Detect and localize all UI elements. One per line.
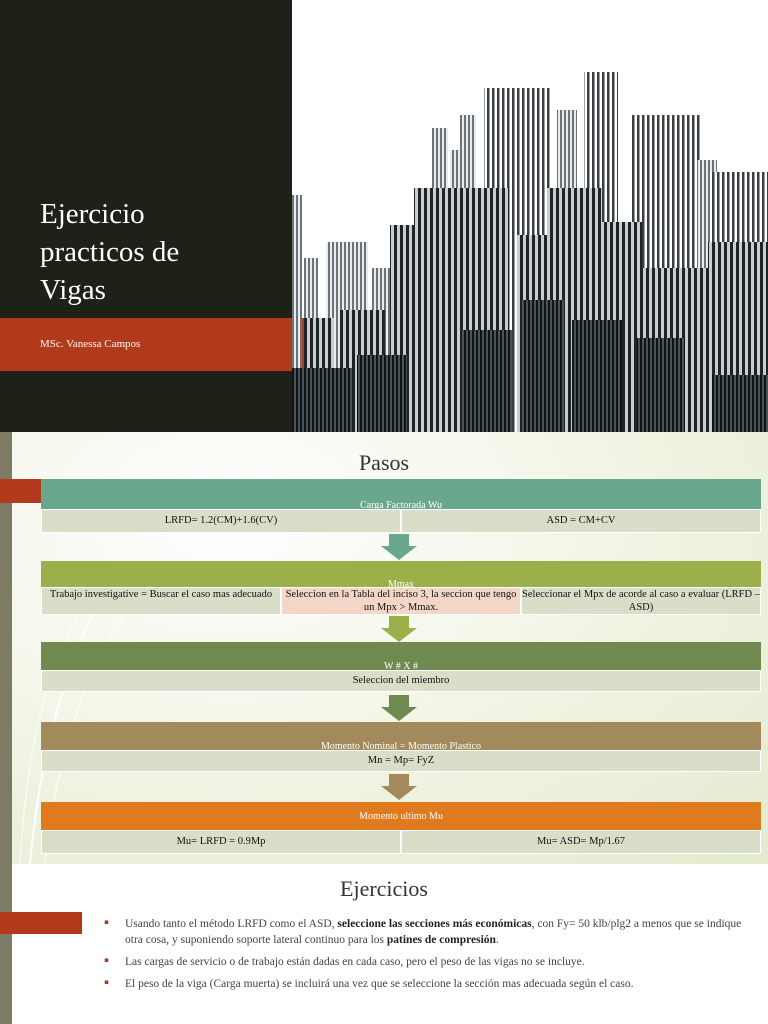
down-arrow-icon	[381, 534, 417, 560]
bullet-icon: ￭	[104, 978, 109, 989]
down-arrow-icon	[381, 695, 417, 721]
step-2-header: Mmax	[387, 579, 415, 590]
step-1-header: Carga Factorada Wu	[360, 500, 442, 511]
down-arrow-icon	[381, 774, 417, 800]
step-5-cell-lrfd: Mu= LRFD = 0.9Mp	[41, 830, 401, 854]
city-skyline-illustration	[292, 72, 768, 432]
step-3-header: W # X #	[384, 661, 418, 672]
title-line-2: practicos de	[40, 236, 180, 268]
title-line-3: Vigas	[40, 274, 106, 306]
step-2-cell-table: Seleccion en la Tabla del inciso 3, la s…	[281, 587, 521, 615]
slide-title: Ejercicio practicos de Vigas	[40, 195, 285, 309]
bullet-item-2: ￭ Las cargas de servicio o de trabajo es…	[104, 956, 585, 968]
step-2-header-bar	[41, 561, 761, 591]
slide-title: Ejercicios	[340, 876, 428, 901]
step-2-cell-research: Trabajo investigative = Buscar el caso m…	[41, 587, 281, 615]
slide-left-bar	[0, 864, 12, 1024]
step-4-cell: Mn = Mp= FyZ	[41, 750, 761, 772]
accent-tab	[0, 912, 82, 934]
step-5-cell-asd: Mu= ASD= Mp/1.67	[401, 830, 761, 854]
step-5-header-bar	[41, 802, 761, 830]
slide-title: Pasos	[358, 450, 410, 475]
slide-left-bar	[0, 432, 12, 864]
bullet-item-3: ￭ El peso de la viga (Carga muerta) se i…	[104, 978, 634, 990]
down-arrow-icon	[381, 616, 417, 642]
bullet-icon: ￭	[104, 918, 109, 929]
exercises-slide: Ejercicios ￭ Usando tanto el método LRFD…	[0, 864, 768, 1024]
step-1-cell-asd: ASD = CM+CV	[401, 509, 761, 533]
step-4-header: Momento Nominal = Momento Plastico	[320, 741, 482, 752]
bullet-icon: ￭	[104, 956, 109, 967]
step-3-cell: Seleccion del miembro	[41, 670, 761, 692]
step-3-header-bar	[41, 642, 761, 672]
step-1-cell-lrfd: LRFD= 1.2(CM)+1.6(CV)	[41, 509, 401, 533]
author-banner	[0, 318, 340, 371]
bullet-list: ￭ Usando tanto el método LRFD como el AS…	[104, 916, 744, 998]
author-name: MSc. Vanessa Campos	[40, 338, 141, 350]
bullet-item-1: ￭ Usando tanto el método LRFD como el AS…	[104, 918, 742, 946]
title-slide: Ejercicio practicos de Vigas MSc. Vaness…	[0, 0, 768, 432]
title-line-1: Ejercicio	[40, 198, 145, 230]
step-2-cell-select: Seleccionar el Mpx de acorde al caso a e…	[521, 587, 761, 615]
steps-slide: Pasos Carga Factorada Wu LRFD= 1.2(CM)+1…	[0, 432, 768, 864]
step-5-header: Momento ultimo Mu	[359, 811, 443, 822]
step-4-header-bar	[41, 722, 761, 752]
step-1-header-bar	[41, 479, 761, 509]
